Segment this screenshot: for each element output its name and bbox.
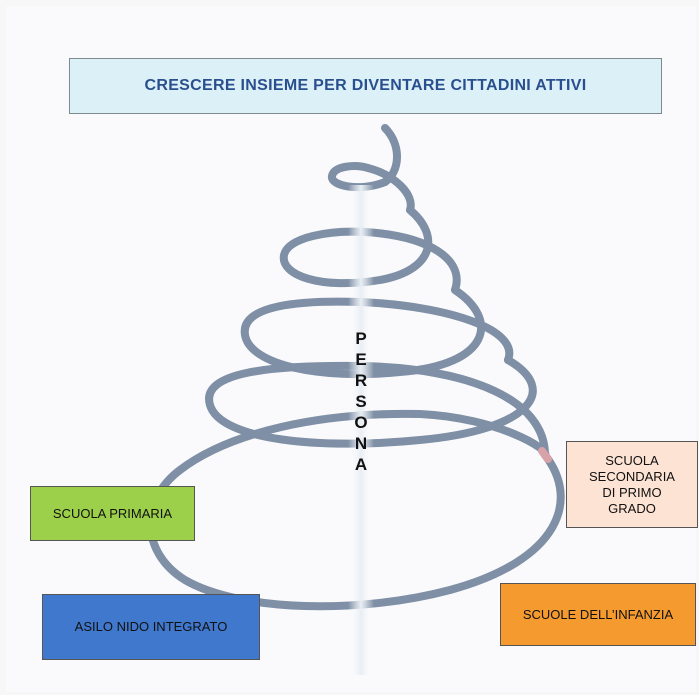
persona-letter: P [355,329,367,348]
persona-letter: O [354,413,368,432]
scuola-primaria-box: SCUOLA PRIMARIA [30,486,195,541]
spiral-coil-3 [240,286,514,379]
persona-label: P E R S O N A [349,328,373,475]
scuola-secondaria-line: DI PRIMO [602,484,662,500]
asilo-nido-label: ASILO NIDO INTEGRATO [74,619,228,634]
scuola-secondaria-line: GRADO [608,500,656,516]
title-banner: CRESCERE INSIEME PER DIVENTARE CITTADINI… [69,58,662,114]
spiral-coil-2 [279,206,461,294]
scuola-primaria-label: SCUOLA PRIMARIA [52,505,173,521]
scuole-infanzia-label: SCUOLE DELL’INFANZIA [522,606,674,622]
asilo-nido-box: ASILO NIDO INTEGRATO [42,594,260,660]
persona-letter: E [355,350,367,369]
persona-letter: S [355,392,367,411]
persona-letter: N [354,434,368,453]
persona-letter: A [354,455,368,474]
diagram-title: CRESCERE INSIEME PER DIVENTARE CITTADINI… [144,77,587,94]
central-pole [348,185,374,675]
scuole-infanzia-box: SCUOLE DELL’INFANZIA [500,583,696,646]
spiral-end-cap [538,447,552,463]
spiral-coil-5 [146,409,565,611]
scuola-secondaria-box: SCUOLA SECONDARIA DI PRIMO GRADO [566,441,698,528]
persona-letter: R [354,371,368,390]
scuola-secondaria-line: SECONDARIA [589,468,675,484]
scuola-secondaria-line: SCUOLA [605,452,659,468]
